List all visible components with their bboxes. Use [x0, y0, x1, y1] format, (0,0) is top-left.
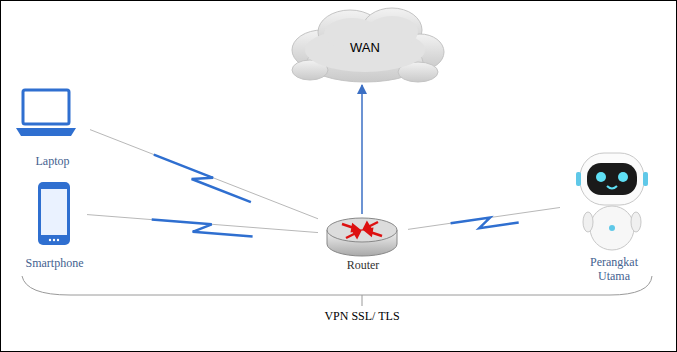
link-connector [362, 85, 363, 214]
smartphone-icon [38, 182, 70, 245]
node-label: Smartphone [26, 256, 84, 270]
link-connector [90, 130, 318, 219]
link-connector [408, 207, 560, 229]
device-node: Perangkat Utama [560, 150, 668, 285]
laptop-node: Laptop [15, 85, 90, 170]
wan-cloud: WAN [290, 10, 440, 85]
vpn-bracket [22, 276, 652, 306]
vpn-label: VPN SSL/ TLS [322, 309, 402, 323]
router-node: Router [318, 214, 408, 274]
node-label: WAN [350, 41, 380, 55]
node-label: Laptop [36, 154, 70, 168]
node-label: Perangkat Utama [578, 255, 650, 283]
cloud-shape [292, 8, 444, 82]
smartphone-node: Smartphone [22, 176, 87, 272]
router-icon [327, 218, 397, 256]
laptop-icon [16, 90, 76, 136]
node-label: Router [347, 258, 380, 272]
robot-icon [576, 153, 648, 250]
link-connector [87, 215, 318, 237]
